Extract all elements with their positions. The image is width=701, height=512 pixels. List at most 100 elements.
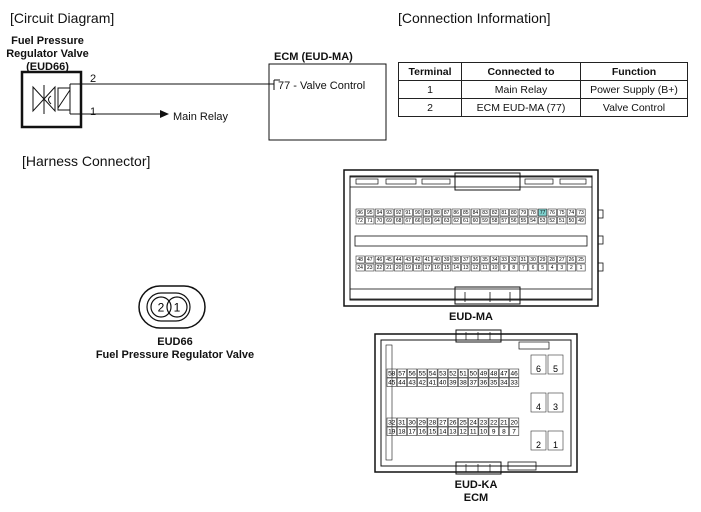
ma-pin-78: 78 (530, 210, 536, 216)
ma-pin-14-box (451, 263, 461, 272)
ma-pin-49: 49 (578, 218, 584, 224)
ka-pin-46: 46 (510, 371, 518, 378)
ka-pin-4: 4 (536, 402, 541, 412)
ma-pin-35-box (480, 255, 490, 264)
ka-pin-40: 40 (439, 380, 447, 387)
ka-pin-10: 10 (480, 429, 488, 436)
ka-pin-37: 37 (470, 380, 478, 387)
ma-pin-32-box (509, 255, 519, 264)
ka-pin-29-box (417, 417, 428, 427)
ma-pin-25: 25 (578, 257, 584, 263)
pin-1-label: 1 (90, 106, 97, 118)
cell-function: Valve Control (580, 98, 688, 117)
ma-pin-16: 16 (434, 265, 440, 271)
ma-pin-67: 67 (405, 218, 411, 224)
ka-pin-6: 6 (536, 364, 541, 374)
ma-pin-72: 72 (357, 218, 363, 224)
ka-pin-14: 14 (439, 429, 447, 436)
eud66-caption: EUD66 Fuel Pressure Regulator Valve (80, 336, 270, 362)
ka-pin-31: 31 (398, 420, 406, 427)
ka-pin-58-box (386, 368, 397, 378)
ka-pin-56: 56 (408, 371, 416, 378)
eud-ma-label: EUD-MA (449, 311, 493, 323)
ma-pin-12: 12 (473, 265, 479, 271)
ma-pin-55-box (518, 216, 528, 225)
ka-pin-27: 27 (439, 420, 447, 427)
ma-pin-73-box (576, 208, 586, 217)
ma-pin-51: 51 (559, 218, 565, 224)
ma-pin-59: 59 (482, 218, 488, 224)
ma-pin-18: 18 (415, 265, 421, 271)
header-terminal: Terminal (398, 62, 462, 81)
eud66-pin-1-text: 1 (174, 301, 181, 315)
ma-pin-96: 96 (357, 210, 363, 216)
ma-pin-66-box (413, 216, 423, 225)
ma-pin-44: 44 (396, 257, 402, 263)
ka-pin-50: 50 (470, 371, 478, 378)
ma-pin-90-box (413, 208, 423, 217)
ma-pin-2-box (566, 263, 576, 272)
ma-pin-9: 9 (503, 265, 506, 271)
ma-pin-66: 66 (415, 218, 421, 224)
ma-pin-64: 64 (434, 218, 440, 224)
ma-pin-63-box (442, 216, 452, 225)
ka-pin-22: 22 (490, 420, 498, 427)
ma-pin-48: 48 (357, 257, 363, 263)
ma-pin-48-box (355, 255, 365, 264)
ma-pin-73: 73 (578, 210, 584, 216)
ma-pin-83-box (480, 208, 490, 217)
ka-pin-57: 57 (398, 371, 406, 378)
ma-pin-1-box (576, 263, 586, 272)
section-harness-connector: [Harness Connector] (22, 153, 151, 169)
ma-pin-4: 4 (551, 265, 554, 271)
ma-pin-41: 41 (425, 257, 431, 263)
ma-pin-61-box (461, 216, 471, 225)
ma-pin-88-box (432, 208, 442, 217)
ka-pin-9: 9 (492, 429, 496, 436)
ma-pin-79: 79 (521, 210, 527, 216)
ma-pin-16-box (432, 263, 442, 272)
ma-pin-28-box (547, 255, 557, 264)
cell-terminal: 1 (398, 80, 462, 99)
ka-pin-15-box (427, 426, 438, 436)
ma-pin-77: 77 (540, 210, 546, 216)
cell-function: Power Supply (B+) (580, 80, 688, 99)
valve-code: (EUD66) (26, 61, 69, 73)
ka-pin-52: 52 (449, 371, 457, 378)
ma-pin-13-box (461, 263, 471, 272)
ka-pin-36-box (478, 377, 489, 387)
ka-pin-20: 20 (510, 420, 518, 427)
eud66-pin-2-text: 2 (158, 301, 165, 315)
ka-pin-21: 21 (500, 420, 508, 427)
ma-pin-65: 65 (425, 218, 431, 224)
ka-pin-54-box (427, 368, 438, 378)
ka-pin-37-box (468, 377, 479, 387)
ma-pin-58-box (490, 216, 500, 225)
ecm-title: ECM (EUD-MA) (274, 51, 353, 63)
ka-pin-45: 45 (388, 380, 396, 387)
ka-pin-33-box (509, 377, 520, 387)
ma-pin-39: 39 (444, 257, 450, 263)
header-connected-to: Connected to (461, 62, 581, 81)
ma-pin-51-box (557, 216, 567, 225)
ecm-pin-77-label: 77 - Valve Control (278, 80, 366, 92)
ma-pin-54: 54 (530, 218, 536, 224)
ma-pin-43: 43 (405, 257, 411, 263)
header-function: Function (580, 62, 688, 81)
ma-pin-86: 86 (453, 210, 459, 216)
ka-pin-2: 2 (536, 440, 541, 450)
ma-pin-68: 68 (396, 218, 402, 224)
ma-pin-81: 81 (501, 210, 507, 216)
ka-pin-18-box (396, 426, 407, 436)
ka-pin-31-box (396, 417, 407, 427)
ma-pin-74-box (566, 208, 576, 217)
ka-pin-9-box (488, 426, 499, 436)
ka-pin-38: 38 (459, 380, 467, 387)
ma-pin-13: 13 (463, 265, 469, 271)
ma-pin-34-box (490, 255, 500, 264)
ma-pin-75: 75 (559, 210, 565, 216)
ma-pin-21: 21 (386, 265, 392, 271)
